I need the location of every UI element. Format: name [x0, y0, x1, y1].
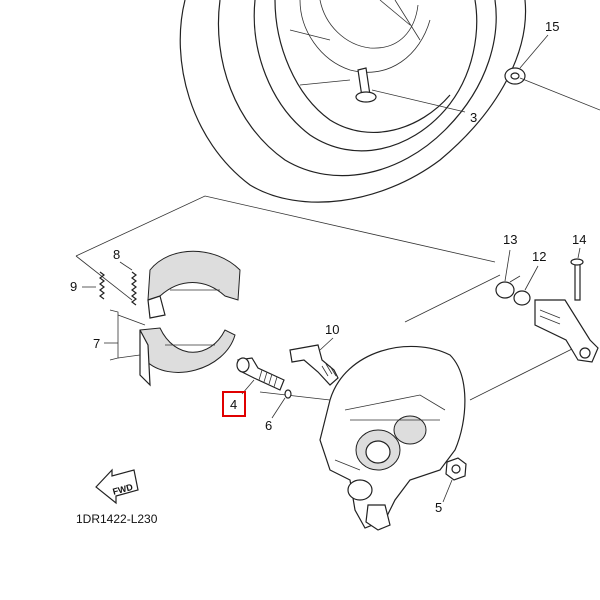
callout-9[interactable]: 9 — [70, 279, 77, 294]
callout-7[interactable]: 7 — [93, 336, 100, 351]
callout-13[interactable]: 13 — [503, 232, 517, 247]
callout-10[interactable]: 10 — [325, 322, 339, 337]
callout-8[interactable]: 8 — [113, 247, 120, 262]
callout-15[interactable]: 15 — [545, 19, 559, 34]
callout-3[interactable]: 3 — [470, 110, 477, 125]
brake-shoe-set — [82, 250, 241, 387]
callout-12[interactable]: 12 — [532, 249, 546, 264]
highlight-box — [222, 391, 246, 417]
callout-6[interactable]: 6 — [265, 418, 272, 433]
diagram-code: 1DR1422-L230 — [76, 512, 158, 526]
brake-cam-parts — [236, 337, 339, 419]
callout-14[interactable]: 14 — [572, 232, 586, 247]
brake-panel-hub — [319, 345, 467, 531]
forward-direction-arrow: FWD — [95, 468, 139, 505]
rear-wheel — [179, 0, 549, 203]
callout-4[interactable]: 4 — [230, 397, 237, 412]
brake-arm-parts — [495, 247, 599, 363]
callout-5[interactable]: 5 — [435, 500, 442, 515]
